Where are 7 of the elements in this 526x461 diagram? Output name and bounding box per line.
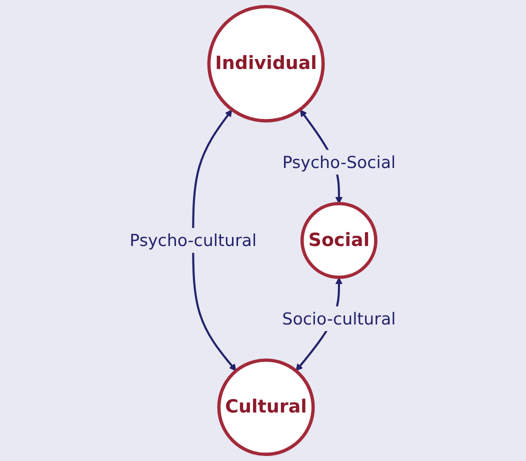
edge-label: Socio-cultural: [282, 308, 396, 329]
edge-label: Psycho-cultural: [130, 230, 257, 250]
node-circle: Cultural: [218, 358, 316, 456]
node-circle: Individual: [208, 4, 326, 122]
arrow: [192, 110, 237, 372]
edge-label: Psycho-Social: [282, 152, 396, 172]
node-circle: Social: [300, 202, 378, 279]
